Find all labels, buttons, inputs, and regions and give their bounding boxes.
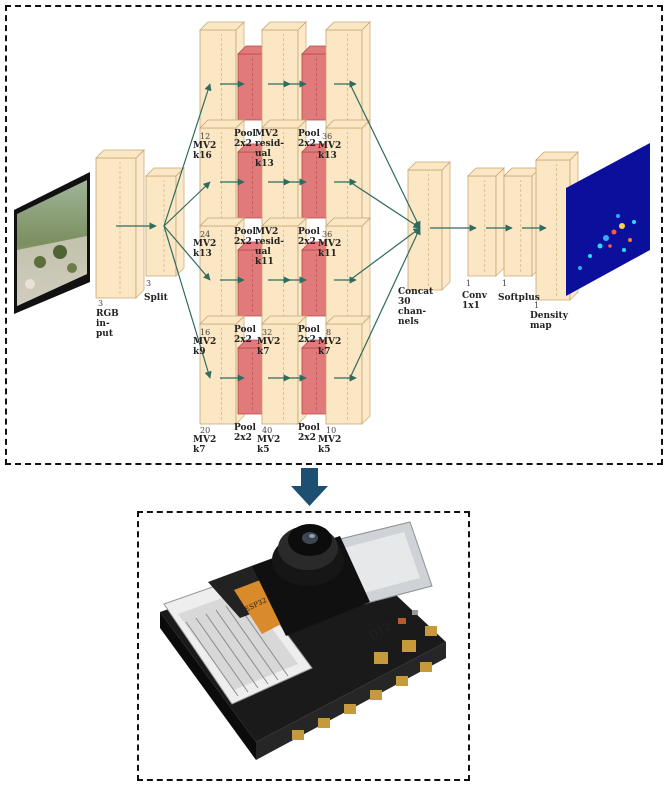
input-block [95, 149, 145, 299]
branch3-mv2c-block [325, 217, 371, 327]
branch2-mv2c-num: 36 [322, 230, 332, 239]
density-map-image [566, 143, 650, 296]
conv-block [467, 167, 505, 277]
branch1-mv2-block [199, 21, 245, 131]
branch4-mv2b-num: 40 [262, 426, 272, 435]
branch3-mv2-num: 16 [200, 328, 210, 337]
hardware-panel [137, 511, 470, 781]
input-image [14, 172, 90, 314]
concat-block [407, 161, 451, 291]
softplus-block [503, 167, 541, 277]
split-to-branch2-arrow [163, 181, 211, 227]
branch1-mv2c-block [325, 21, 371, 131]
split-to-branch1-arrow [163, 83, 212, 227]
branch2-mv2b-block [261, 119, 307, 229]
split-to-branch4-arrow [163, 225, 212, 379]
split-block [145, 167, 185, 277]
branch3-mv2b-num: 32 [262, 328, 272, 337]
architecture-panel [5, 5, 663, 465]
softplus-channels-label: 1 [502, 279, 507, 288]
branch1-to-concat-arrow [349, 83, 421, 229]
branch1-mv2-num: 12 [200, 132, 210, 141]
conv-channels-label: 1 [466, 279, 471, 288]
branch2-to-concat-arrow [349, 181, 421, 229]
input-channels-label: 3 [98, 299, 103, 308]
split-label: Split [144, 293, 169, 303]
branch4-to-concat-arrow [349, 227, 421, 379]
branch1-mv2c-num: 36 [322, 132, 332, 141]
branch3-to-concat-arrow [349, 227, 421, 281]
branch4-mv2-num: 20 [200, 426, 210, 435]
branch3-mv2c-num: 8 [326, 328, 331, 337]
branch2-mv2c-block [325, 119, 371, 229]
branch4-mv2c-num: 10 [326, 426, 336, 435]
split-channels-label: 3 [146, 279, 151, 288]
branch1-mv2b-block [261, 21, 307, 131]
density-channels-label: 1 [534, 301, 539, 310]
branch2-mv2-num: 24 [200, 230, 210, 239]
branch4-mv2b-block [261, 315, 307, 425]
branch4-mv2-block [199, 315, 245, 425]
split-to-branch3-arrow [163, 225, 211, 281]
esp32-camera-board-image: ESP32 D12 [160, 521, 446, 760]
branch4-mv2c-block [325, 315, 371, 425]
softplus-label: Softplus [498, 293, 540, 303]
down-arrow [291, 468, 328, 506]
